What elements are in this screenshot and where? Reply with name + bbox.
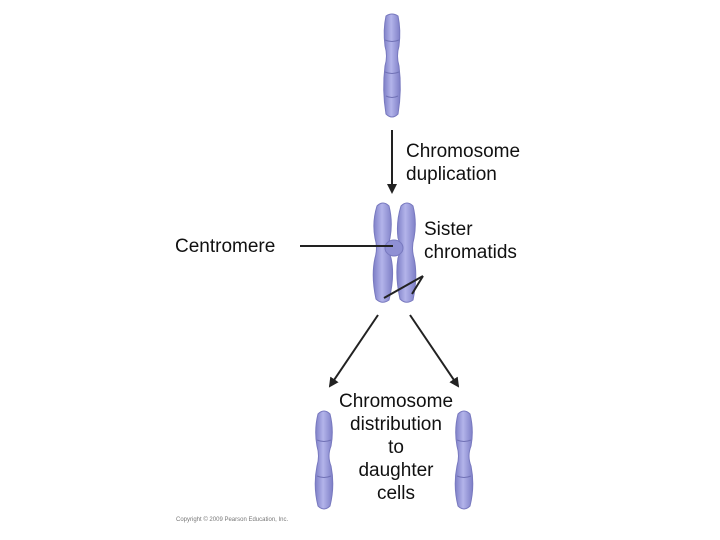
- sister-chromatid-left: [372, 202, 394, 303]
- unduplicated-chromosome: [383, 13, 401, 118]
- sister-chromatids-label-line1: Sister: [424, 219, 473, 240]
- distribution-label: Chromosome distribution to daughter cell…: [318, 390, 474, 505]
- copyright-notice: Copyright © 2009 Pearson Education, Inc.: [176, 517, 289, 523]
- distribution-label-line4: daughter: [358, 460, 434, 481]
- sister-chromatids-label: Sister chromatids: [424, 218, 517, 264]
- duplication-label-line2: duplication: [406, 164, 497, 185]
- distribution-arrow-right: [409, 314, 460, 388]
- sister-chromatids-pointers: [383, 275, 424, 299]
- duplicated-chromosome: [372, 202, 417, 303]
- distribution-arrow-left: [328, 314, 379, 388]
- daughter-chromosome-left: [314, 410, 334, 510]
- distribution-label-line5: cells: [376, 483, 415, 504]
- duplication-label-line1: Chromosome: [406, 141, 521, 162]
- duplication-label: Chromosome duplication: [406, 140, 520, 186]
- daughter-chromosome-right: [454, 410, 474, 510]
- distribution-label-line3: to: [388, 437, 404, 458]
- distribution-label-line2: distribution: [350, 414, 442, 435]
- sister-chromatids-label-line2: chromatids: [424, 242, 517, 263]
- distribution-label-line1: Chromosome: [338, 391, 454, 412]
- centromere-label: Centromere: [175, 236, 276, 257]
